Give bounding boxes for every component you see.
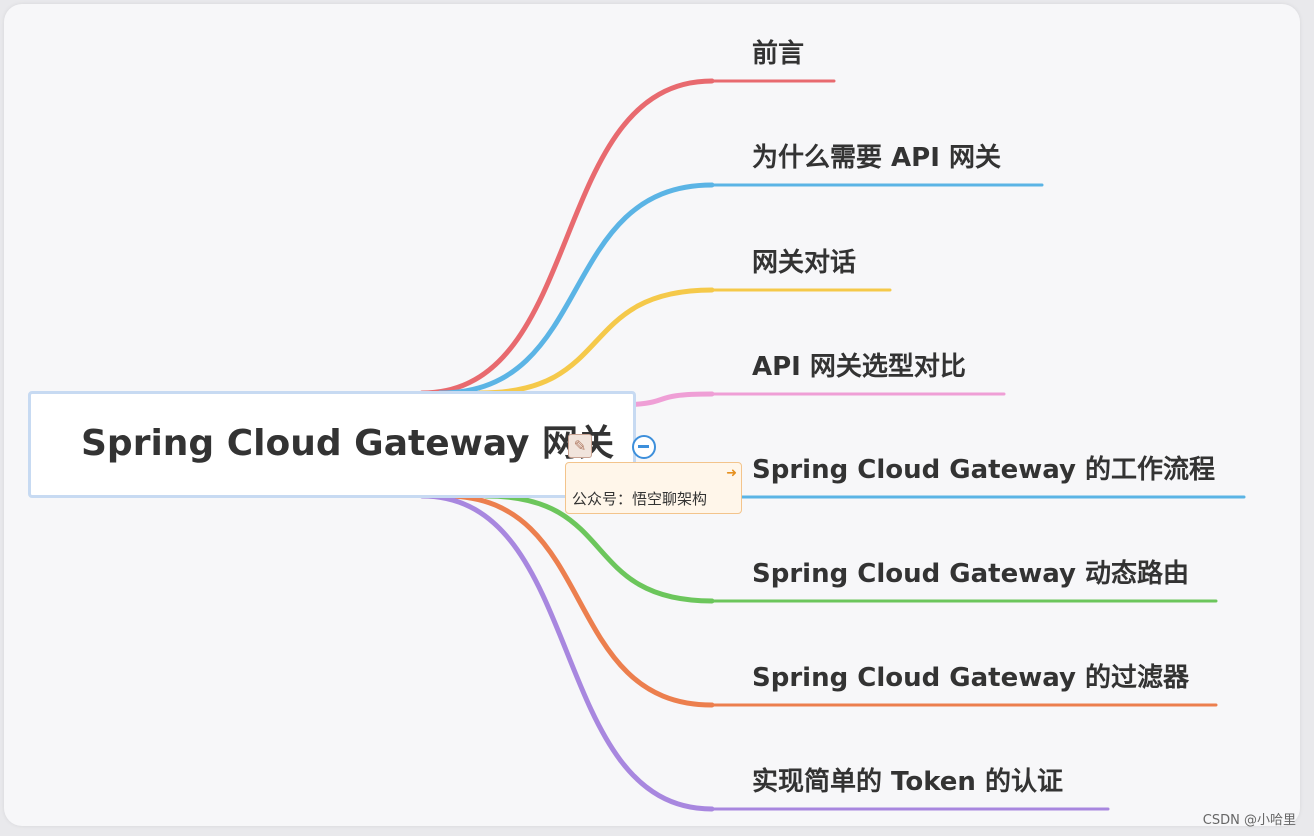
root-topic-title: Spring Cloud Gateway 网关 bbox=[81, 423, 615, 464]
branch-curve-3 bbox=[477, 287, 715, 396]
pin-icon[interactable]: ➜ bbox=[726, 466, 737, 481]
topic-filters[interactable]: Spring Cloud Gateway 的过滤器 bbox=[752, 663, 1189, 693]
topic-gateway-dialogue[interactable]: 网关对话 bbox=[752, 248, 857, 278]
topic-api-gateway-comparison[interactable]: API 网关选型对比 bbox=[752, 352, 966, 382]
branch-curve-2 bbox=[437, 182, 715, 396]
note-text: 公众号：悟空聊架构 bbox=[572, 490, 708, 508]
topic-token-auth[interactable]: 实现简单的 Token 的认证 bbox=[752, 767, 1063, 797]
branch-curve-8 bbox=[419, 493, 715, 812]
note-popup: ➜ 公众号：悟空聊架构 bbox=[565, 462, 742, 514]
topic-why-api-gateway[interactable]: 为什么需要 API 网关 bbox=[752, 143, 1001, 173]
branch-curve-1 bbox=[419, 78, 715, 396]
note-icon[interactable]: ✎ bbox=[568, 434, 592, 458]
topic-dynamic-routing[interactable]: Spring Cloud Gateway 动态路由 bbox=[752, 559, 1189, 589]
collapse-button[interactable] bbox=[632, 435, 656, 459]
branch-line-8 bbox=[420, 494, 1110, 811]
branch-line-1 bbox=[420, 79, 836, 395]
root-topic[interactable]: Spring Cloud Gateway 网关 bbox=[28, 391, 636, 498]
branch-curve-7 bbox=[443, 493, 715, 708]
watermark: CSDN @小哈里 bbox=[1202, 813, 1296, 828]
branch-curve-6 bbox=[483, 493, 715, 604]
topic-workflow[interactable]: Spring Cloud Gateway 的工作流程 bbox=[752, 455, 1215, 485]
topic-preface[interactable]: 前言 bbox=[752, 39, 805, 69]
